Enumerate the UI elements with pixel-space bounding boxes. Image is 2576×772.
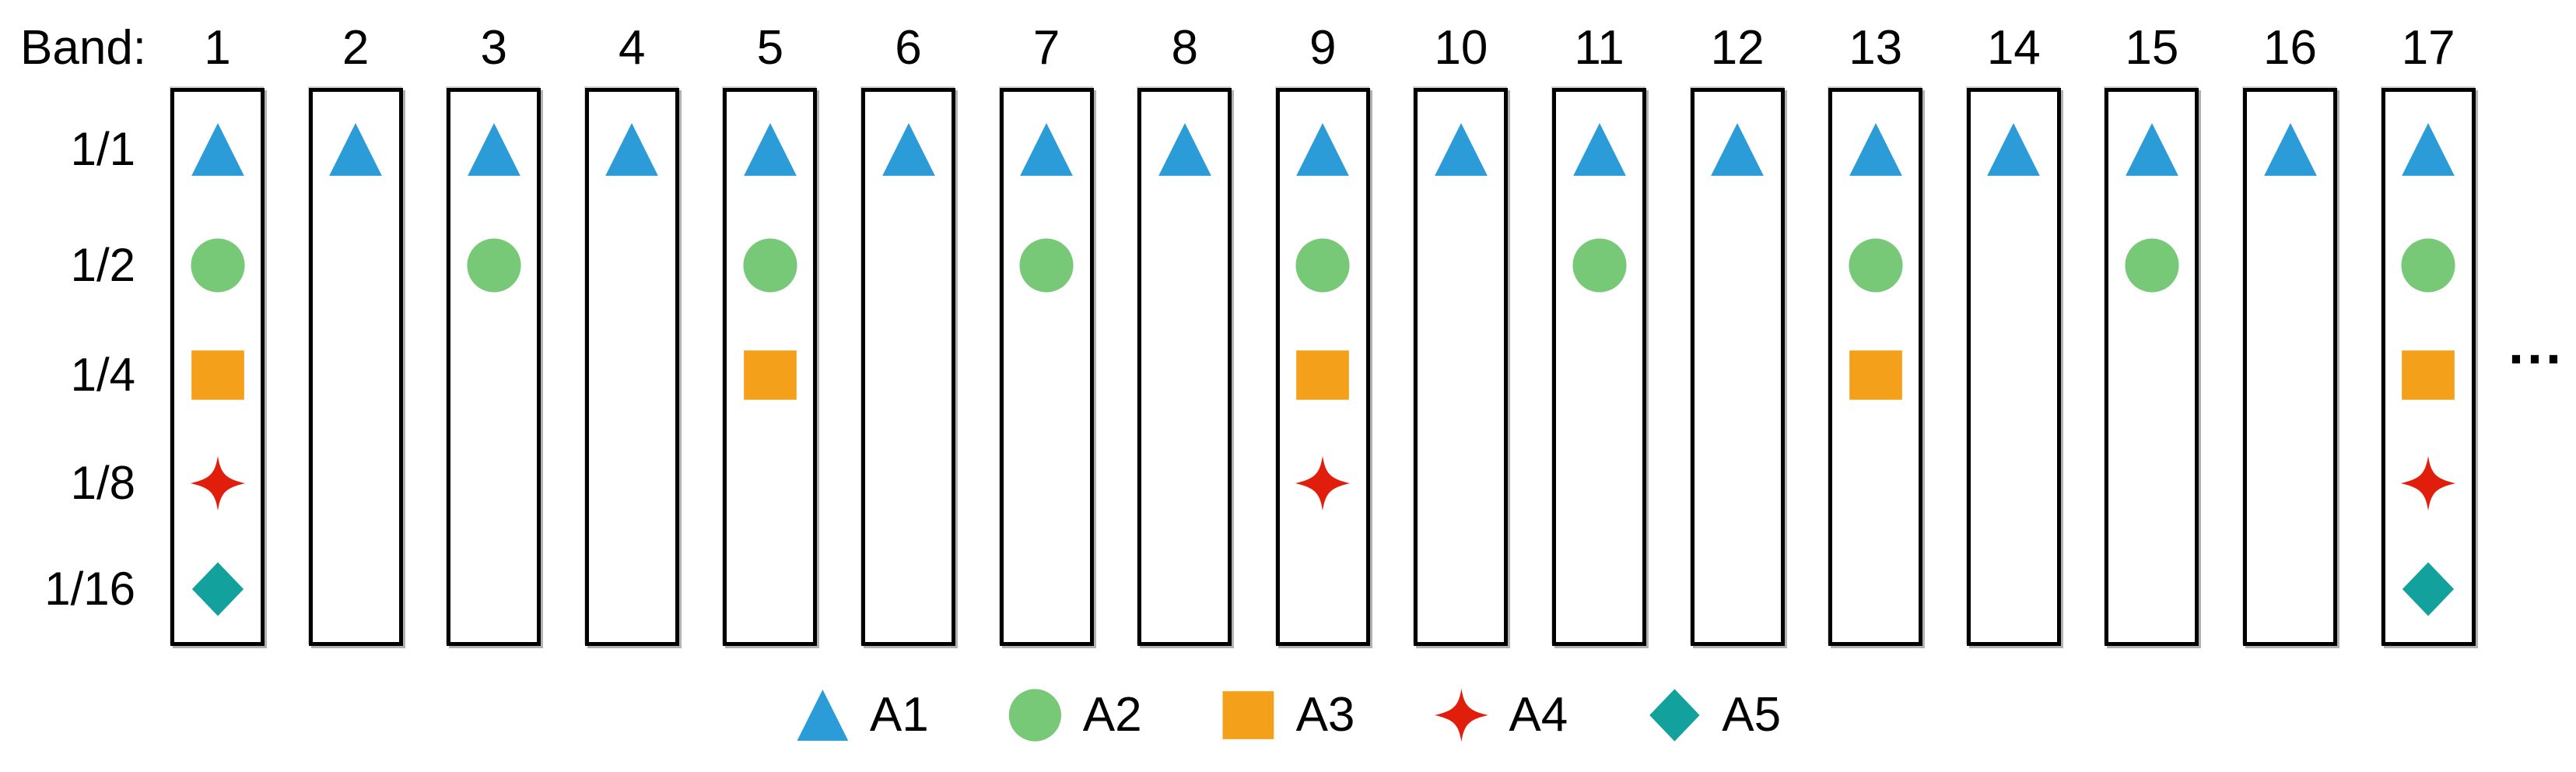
band-number-12: 12 (1710, 21, 1765, 75)
triangle-icon (795, 688, 850, 742)
triangle-marker-icon (466, 121, 522, 177)
band-box-17 (2381, 88, 2476, 646)
band-number-1: 1 (204, 21, 231, 75)
band-number-17: 17 (2401, 21, 2455, 75)
triangle-marker-icon (1018, 121, 1074, 177)
band-axis-label: Band: (20, 21, 147, 75)
triangle-marker-icon (328, 121, 384, 177)
band-box-9 (1275, 88, 1370, 646)
row-label-1-8: 1/8 (70, 457, 135, 509)
triangle-marker-icon (1709, 121, 1765, 177)
band-box-8 (1137, 88, 1232, 646)
legend: A1 A2 A3 A4 A5 (795, 688, 1781, 742)
row-label-1-16: 1/16 (44, 563, 135, 615)
triangle-marker-icon (1157, 121, 1213, 177)
star4-marker-icon (1295, 455, 1351, 511)
triangle-marker-icon (190, 121, 246, 177)
square-icon (1221, 688, 1276, 742)
band-box-13 (1828, 88, 1923, 646)
band-box-6 (861, 88, 955, 646)
triangle-marker-icon (2124, 121, 2180, 177)
legend-label-a2: A2 (1082, 688, 1142, 742)
band-number-5: 5 (756, 21, 784, 75)
band-number-2: 2 (342, 21, 370, 75)
band-number-7: 7 (1032, 21, 1060, 75)
band-box-15 (2105, 88, 2199, 646)
band-number-9: 9 (1309, 21, 1337, 75)
band-number-14: 14 (1986, 21, 2041, 75)
legend-label-a4: A4 (1509, 688, 1568, 742)
legend-item-a5: A5 (1647, 688, 1781, 742)
row-label-1-2: 1/2 (70, 239, 135, 291)
diamond-marker-icon (190, 561, 246, 617)
legend-label-a1: A1 (869, 688, 929, 742)
row-label-1-4: 1/4 (70, 349, 135, 401)
legend-item-a4: A4 (1434, 688, 1568, 742)
band-number-10: 10 (1434, 21, 1488, 75)
band-number-13: 13 (1849, 21, 1903, 75)
band-box-16 (2243, 88, 2337, 646)
circle-marker-icon (1848, 237, 1904, 293)
triangle-marker-icon (1295, 121, 1351, 177)
band-box-14 (1966, 88, 2061, 646)
circle-marker-icon (1018, 237, 1074, 293)
band-box-4 (584, 88, 679, 646)
legend-label-a5: A5 (1722, 688, 1782, 742)
star4-marker-icon (2400, 455, 2456, 511)
triangle-marker-icon (1433, 121, 1489, 177)
band-number-11: 11 (1574, 21, 1624, 75)
circle-marker-icon (2124, 237, 2180, 293)
circle-marker-icon (190, 237, 246, 293)
triangle-marker-icon (1985, 121, 2042, 177)
triangle-marker-icon (604, 121, 660, 177)
star4-icon (1434, 688, 1488, 742)
triangle-marker-icon (1848, 121, 1904, 177)
band-number-15: 15 (2125, 21, 2179, 75)
band-box-11 (1552, 88, 1646, 646)
legend-label-a3: A3 (1295, 688, 1355, 742)
diamond-marker-icon (2400, 561, 2456, 617)
band-number-4: 4 (619, 21, 646, 75)
triangle-marker-icon (2400, 121, 2456, 177)
row-label-1-1: 1/1 (70, 123, 135, 175)
band-number-3: 3 (480, 21, 507, 75)
triangle-marker-icon (742, 121, 798, 177)
legend-item-a1: A1 (795, 688, 929, 742)
band-box-10 (1414, 88, 1509, 646)
triangle-marker-icon (2262, 121, 2318, 177)
square-marker-icon (2400, 347, 2456, 403)
diamond-icon (1647, 688, 1702, 742)
band-number-8: 8 (1171, 21, 1198, 75)
circle-marker-icon (742, 237, 798, 293)
square-marker-icon (742, 347, 798, 403)
square-marker-icon (190, 347, 246, 403)
band-box-12 (1690, 88, 1785, 646)
band-number-16: 16 (2263, 21, 2317, 75)
band-box-2 (308, 88, 403, 646)
band-box-5 (723, 88, 818, 646)
circle-marker-icon (1295, 237, 1351, 293)
circle-marker-icon (466, 237, 522, 293)
square-marker-icon (1848, 347, 1904, 403)
square-marker-icon (1295, 347, 1351, 403)
band-box-3 (447, 88, 541, 646)
triangle-marker-icon (881, 121, 937, 177)
legend-item-a3: A3 (1221, 688, 1355, 742)
legend-item-a2: A2 (1008, 688, 1142, 742)
circle-marker-icon (1572, 237, 1628, 293)
triangle-marker-icon (1572, 121, 1628, 177)
circle-icon (1008, 688, 1063, 742)
star4-marker-icon (190, 455, 246, 511)
band-box-7 (999, 88, 1094, 646)
circle-marker-icon (2400, 237, 2456, 293)
continuation-ellipsis: ... (2508, 314, 2565, 376)
band-number-6: 6 (895, 21, 922, 75)
band-box-1 (170, 88, 265, 646)
